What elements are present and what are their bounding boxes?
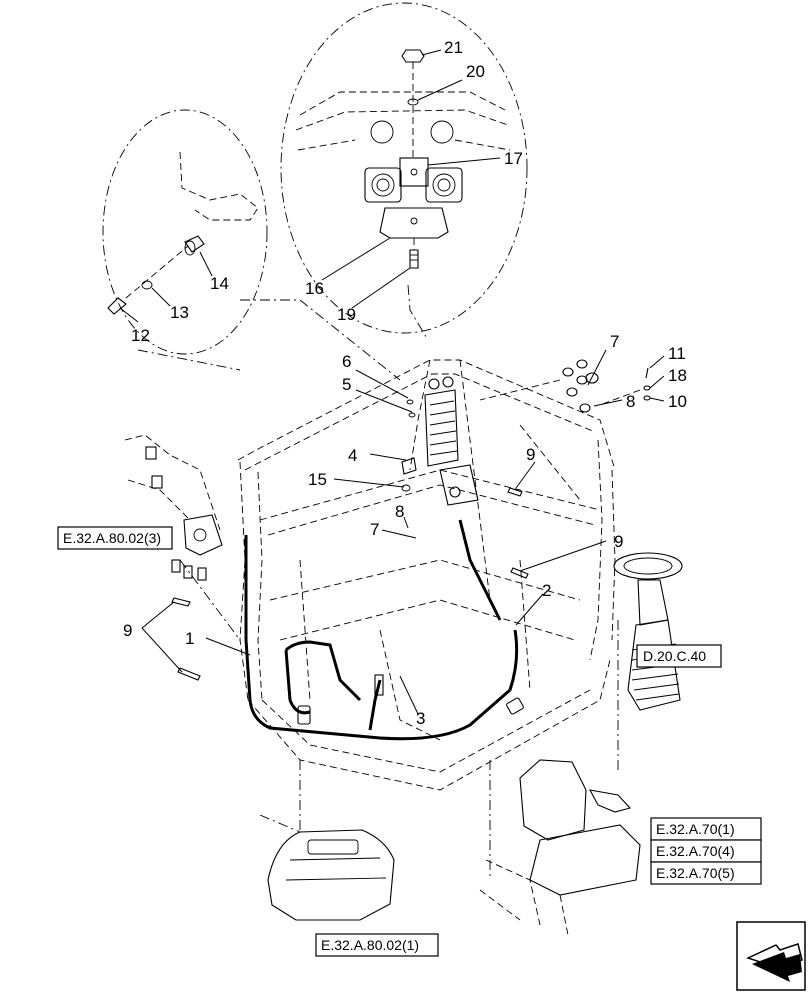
- cable-ties: [171, 487, 529, 681]
- callout-4: 4: [348, 446, 357, 465]
- top-detail-view: [280, 2, 528, 334]
- reference-e32a8002-1-label: E.32.A.80.02(1): [321, 937, 419, 953]
- callout-10: 10: [668, 392, 687, 411]
- reference-e32a70-4[interactable]: E.32.A.70(4): [650, 839, 762, 863]
- reference-e32a70-1-label: E.32.A.70(1): [656, 821, 735, 837]
- wiring-harness: [244, 519, 524, 741]
- left-switch-panel: [124, 434, 241, 641]
- reference-e32a70-1[interactable]: E.32.A.70(1): [650, 817, 762, 841]
- callout-labels: 21 20 17 14 16 13 19 12 7 11 6 18 5 8 10…: [123, 38, 687, 728]
- callout-15: 15: [308, 470, 327, 489]
- reference-e32a8002-3-label: E.32.A.80.02(3): [63, 530, 161, 546]
- left-detail-view: [102, 109, 268, 355]
- callout-20: 20: [466, 62, 485, 81]
- callout-18: 18: [668, 366, 687, 385]
- callout-14: 14: [210, 274, 229, 293]
- callout-11: 11: [668, 344, 686, 363]
- callout-21: 21: [444, 38, 463, 57]
- callout-7-mid: 7: [370, 520, 379, 539]
- callout-19: 19: [337, 305, 356, 324]
- reference-e32a8002-1[interactable]: E.32.A.80.02(1): [315, 933, 439, 957]
- callout-17: 17: [504, 149, 523, 168]
- callout-8-top: 8: [626, 392, 635, 411]
- callout-2: 2: [542, 581, 551, 600]
- cab-frame: [237, 359, 616, 791]
- fuse-relay-block: [401, 376, 479, 506]
- callout-1: 1: [185, 629, 194, 648]
- callout-13: 13: [170, 303, 189, 322]
- callout-6: 6: [342, 352, 351, 371]
- reference-e32a70-4-label: E.32.A.70(4): [656, 843, 735, 859]
- reference-e32a8002-3[interactable]: E.32.A.80.02(3): [57, 526, 173, 550]
- callout-9-left: 9: [123, 621, 132, 640]
- callout-12: 12: [131, 326, 150, 345]
- callout-9-upper: 9: [526, 445, 535, 464]
- reference-e32a70-5-label: E.32.A.70(5): [656, 865, 735, 881]
- callout-leaders: [119, 49, 665, 715]
- callout-8-mid: 8: [395, 502, 404, 521]
- callout-7-top: 7: [610, 332, 619, 351]
- grommet-set: [479, 359, 651, 501]
- callout-16: 16: [305, 279, 324, 298]
- reference-e32a70-5[interactable]: E.32.A.70(5): [650, 861, 762, 885]
- previous-page-arrow-icon[interactable]: [736, 921, 806, 991]
- callout-9-right: 9: [614, 532, 623, 551]
- detail-projection-lines: [137, 284, 429, 381]
- reference-d20c40[interactable]: D.20.C.40: [636, 644, 722, 668]
- floor-console: [259, 760, 395, 921]
- operator-seat: [479, 759, 641, 936]
- callout-5: 5: [342, 375, 351, 394]
- callout-3: 3: [416, 709, 425, 728]
- reference-d20c40-label: D.20.C.40: [643, 648, 706, 664]
